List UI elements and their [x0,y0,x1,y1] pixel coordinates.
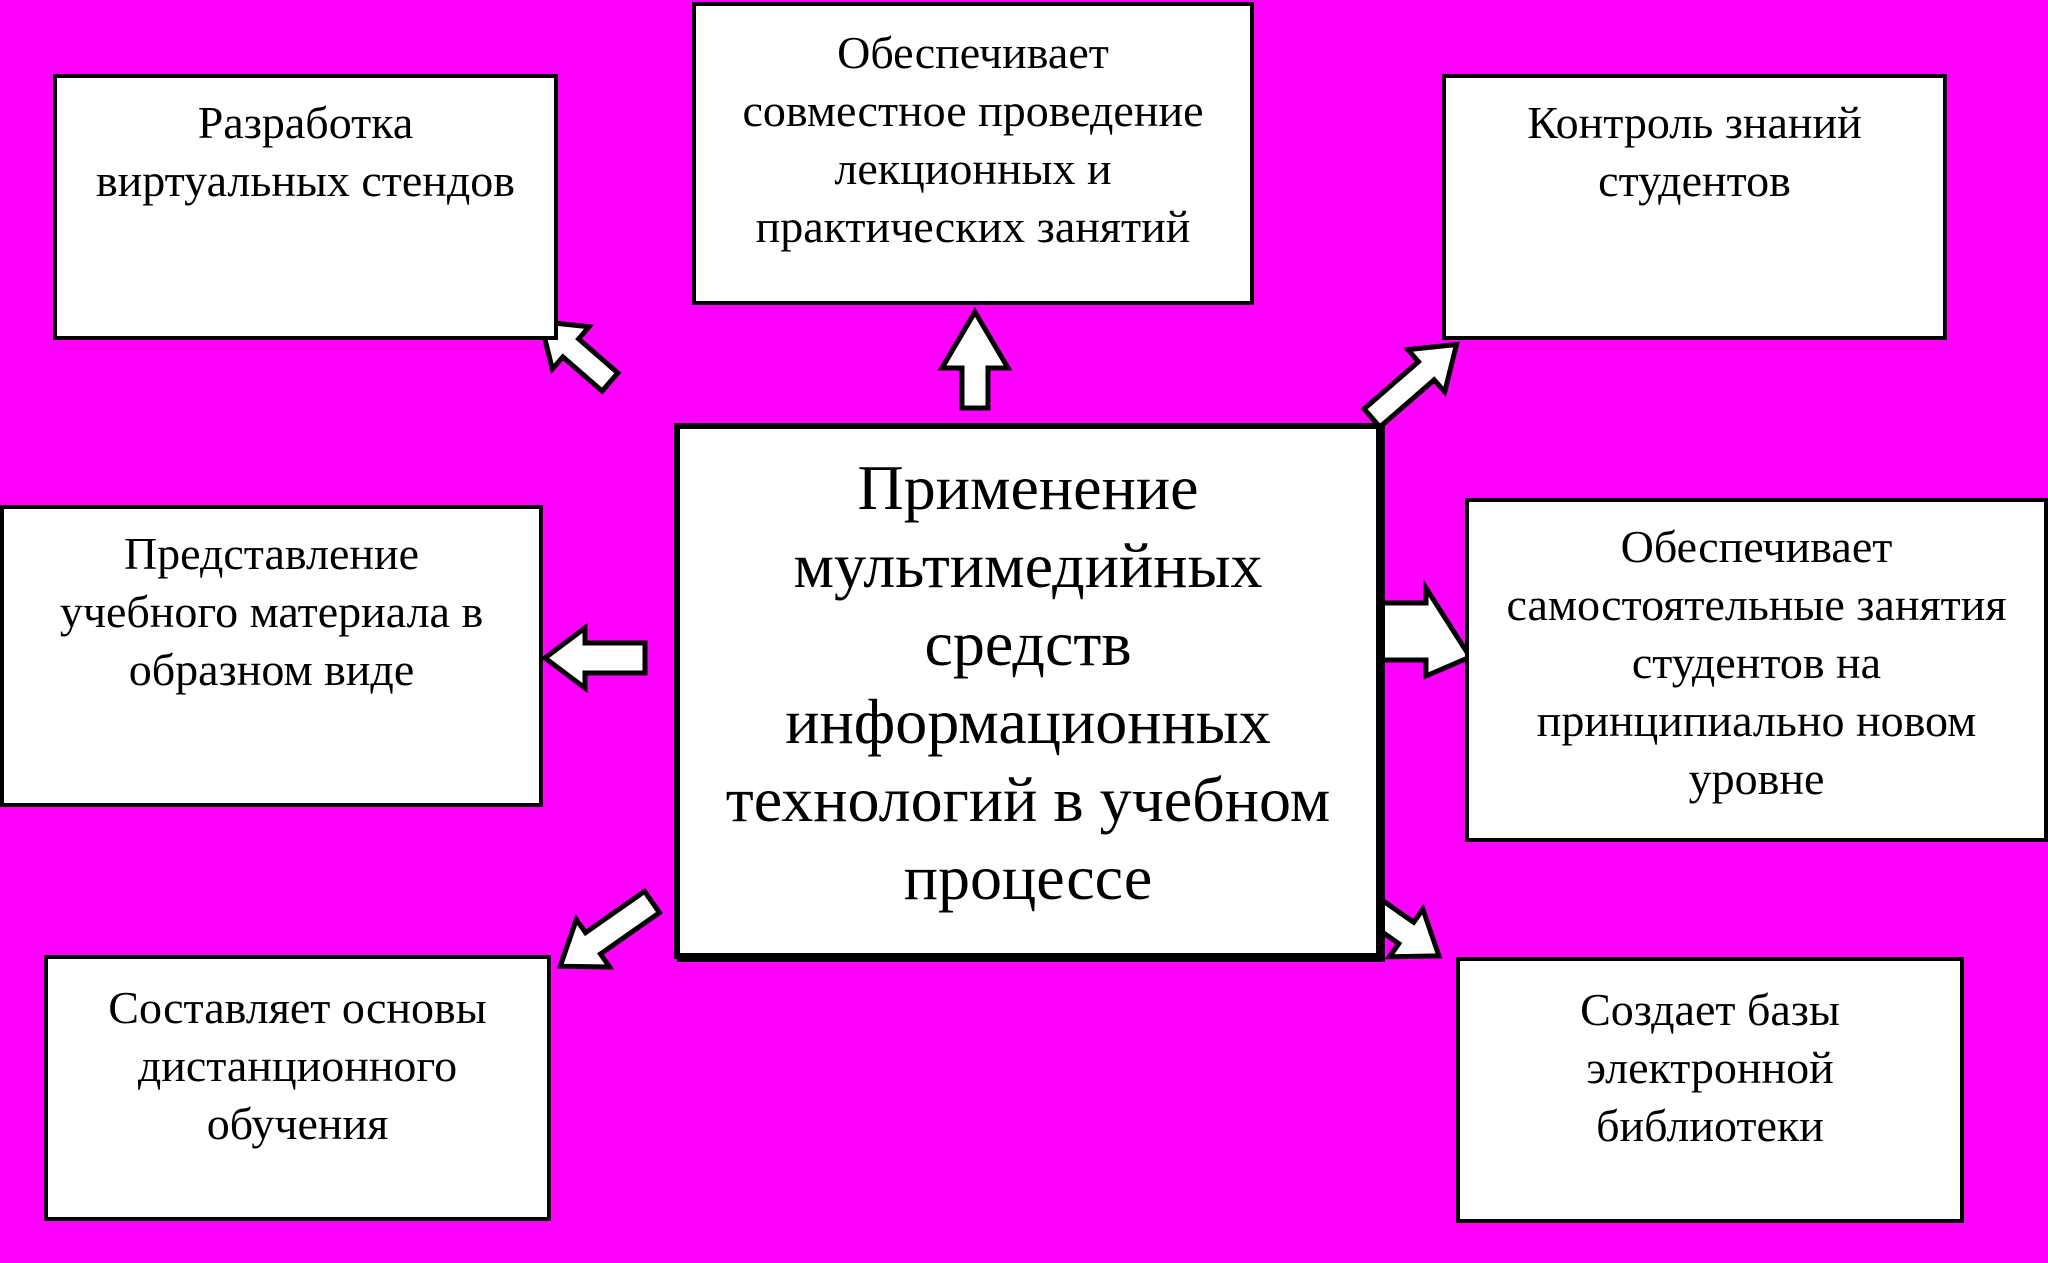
node-line: обучения [206,1098,389,1149]
center-line: Применение [857,452,1199,523]
node-line: дистанционного [137,1040,458,1091]
node-line: Составляет основы [108,982,487,1033]
arrow-up [937,307,1013,411]
arrow-right [1373,579,1474,680]
node-line: уровне [1688,753,1825,804]
node-line: студентов на [1631,637,1882,688]
node-line: совместное проведение [742,85,1204,136]
node-joint-lectures: Обеспечивает совместное проведение лекци… [692,2,1254,305]
node-line: Обеспечивает [837,27,1109,78]
center-line: мультимедийных [793,530,1263,601]
node-independent-study: Обеспечивает самостоятельные занятия сту… [1465,498,2048,842]
center-line: информационных [785,686,1271,757]
arrow-down-left [556,887,663,970]
node-line: Разработка [197,97,414,148]
node-visual-material: Представление учебного материала в образ… [0,505,543,807]
node-line: студентов [1598,155,1791,206]
node-distance-learning: Составляет основы дистанционного обучени… [44,955,551,1221]
node-line: библиотеки [1596,1100,1824,1151]
node-line: виртуальных стендов [95,155,516,206]
arrow-up-right [1360,341,1460,431]
node-knowledge-control: Контроль знаний студентов [1442,74,1947,340]
node-electronic-library: Создает базы электронной библиотеки [1456,957,1964,1223]
node-line: самостоятельные занятия [1506,579,2007,630]
node-line: электронной [1586,1042,1834,1093]
center-line: средств [924,608,1132,679]
node-line: Создает базы [1580,984,1840,1035]
node-line: практических занятий [755,201,1191,252]
node-line: лекционных и [834,143,1112,194]
center-line: технологий в учебном [725,764,1331,835]
node-line: учебного материала в [59,586,484,637]
center-line: процессе [903,842,1153,913]
node-line: Контроль знаний [1527,97,1862,148]
center-main-topic: Применение мультимедийных средств информ… [674,423,1382,959]
node-virtual-stands: Разработка виртуальных стендов [53,74,558,340]
node-line: принципиально новом [1536,695,1977,746]
node-line: Представление [123,528,420,579]
arrow-left [540,623,648,693]
node-line: образном виде [128,644,415,695]
node-line: Обеспечивает [1620,521,1893,572]
